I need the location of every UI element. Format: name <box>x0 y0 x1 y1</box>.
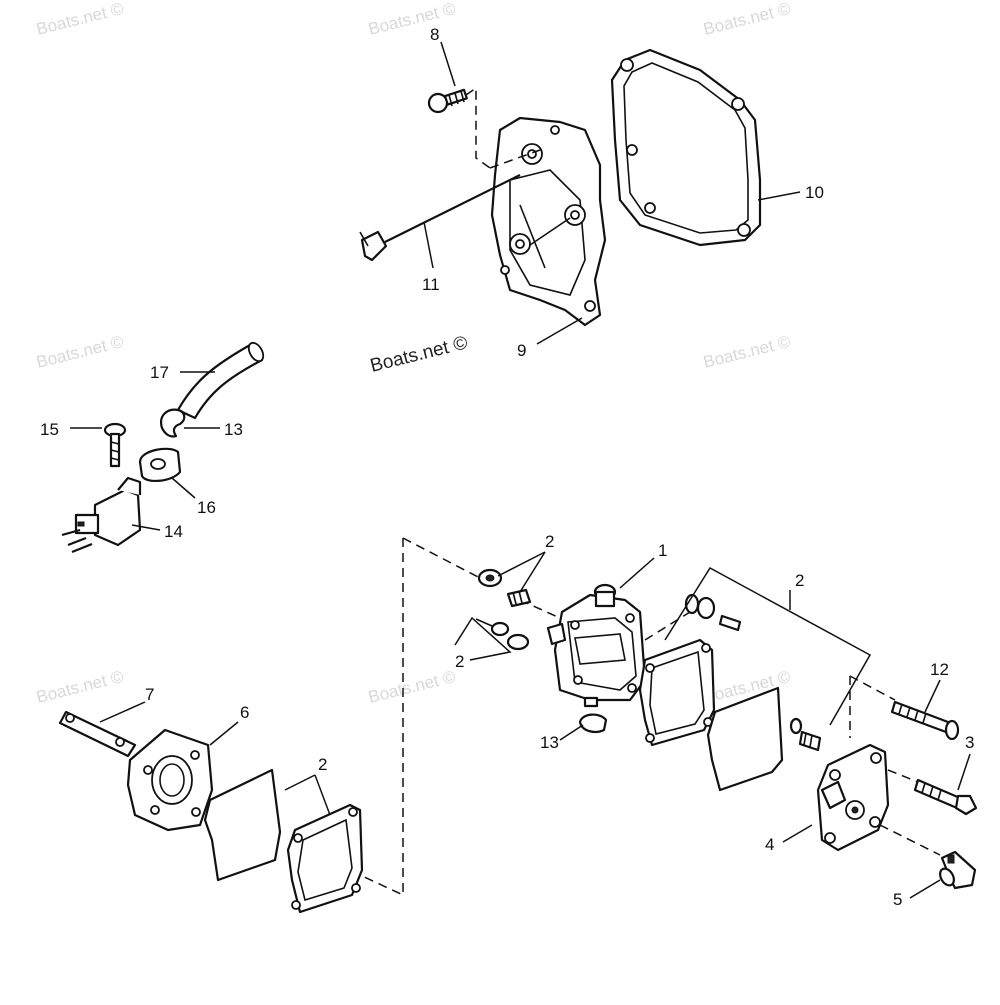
part-clamp-13-lower <box>578 713 608 733</box>
part-clamp-13-upper <box>160 408 186 438</box>
watermark: Boats.net © <box>701 0 792 39</box>
part-wire-11 <box>359 174 521 262</box>
part-pump-cover-4 <box>816 743 890 852</box>
part-hose-17 <box>176 341 265 420</box>
part-spring-2-right <box>789 717 822 752</box>
part-bolt-12 <box>890 700 960 741</box>
part-gasket-2-b <box>286 803 364 914</box>
callout-2-lower: 2 <box>455 652 464 671</box>
dash-bolt-12 <box>849 675 896 701</box>
callout-10: 10 <box>805 183 824 202</box>
watermark: Boats.net © <box>366 0 457 39</box>
watermark: Boats.net © <box>34 667 125 707</box>
callout-17: 17 <box>150 363 169 382</box>
part-screw-15 <box>103 422 127 468</box>
callout-8: 8 <box>430 25 439 44</box>
watermark-center: Boats.net © <box>368 332 470 376</box>
part-rod-7 <box>58 710 137 758</box>
dash-frame-top <box>402 537 481 579</box>
callout-16: 16 <box>197 498 216 517</box>
callout-13-lower: 13 <box>540 733 559 752</box>
part-cover-9 <box>490 116 607 327</box>
part-gasket-2-right <box>706 686 784 792</box>
watermark: Boats.net © <box>34 332 125 372</box>
callout-11: 11 <box>422 275 440 294</box>
leader-lines <box>70 41 971 899</box>
callout-6: 6 <box>240 703 249 722</box>
part-washer-16 <box>138 447 182 482</box>
part-adapter-6 <box>126 728 214 832</box>
part-gasket-10 <box>610 48 762 247</box>
part-spring-2-top <box>506 588 532 608</box>
callout-15: 15 <box>40 420 59 439</box>
watermark: Boats.net © <box>366 667 457 707</box>
part-screw-3 <box>913 778 978 816</box>
part-diaphragm-2-top <box>477 568 503 588</box>
part-switch-14 <box>61 476 142 554</box>
watermark: Boats.net © <box>701 332 792 372</box>
callout-2-left: 2 <box>318 755 327 774</box>
callout-2-right: 2 <box>795 571 804 590</box>
dash-frame-left <box>359 538 404 897</box>
callout-7: 7 <box>145 685 154 704</box>
dash-bolt-3 <box>887 769 919 783</box>
callout-1: 1 <box>658 541 667 560</box>
dash-right-a <box>644 611 691 641</box>
callout-9: 9 <box>517 341 526 360</box>
callout-labels: 8 10 11 9 17 13 15 16 14 2 1 2 2 13 7 6 … <box>40 25 974 909</box>
callout-3: 3 <box>965 733 974 752</box>
part-screw-8 <box>427 88 468 114</box>
part-pump-body-1 <box>546 583 647 708</box>
dash-wire-11 <box>489 149 541 169</box>
watermark: Boats.net © <box>34 0 125 39</box>
part-elbow-5 <box>939 850 977 890</box>
part-valve-2-lower <box>475 618 530 651</box>
dash-screw-8 <box>465 86 491 169</box>
callout-4: 4 <box>765 835 774 854</box>
part-gasket-2-center <box>638 638 716 747</box>
callout-13-upper: 13 <box>224 420 243 439</box>
part-gasket-2-a <box>203 768 282 882</box>
callout-14: 14 <box>164 522 183 541</box>
callout-2-top: 2 <box>545 532 554 551</box>
dash-elbow-5 <box>879 824 941 856</box>
callout-12: 12 <box>930 660 949 679</box>
part-check-valve-2-right <box>684 593 742 632</box>
callout-5: 5 <box>893 890 902 909</box>
